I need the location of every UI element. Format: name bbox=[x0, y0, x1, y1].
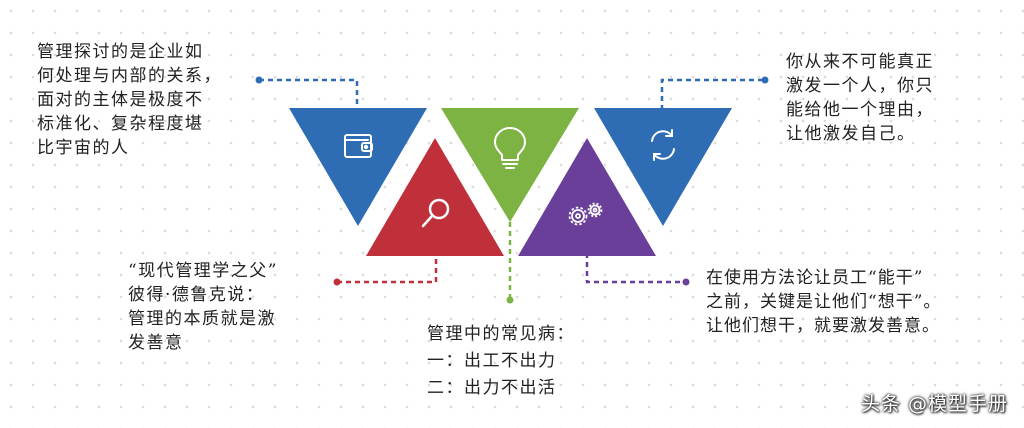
triangle-blue-right bbox=[594, 108, 732, 226]
triangle-red bbox=[366, 138, 504, 256]
refresh-icon bbox=[651, 129, 675, 161]
text-blue-left: 管理探讨的是企业如 何处理与内部的关系， 面对的主体是极度不 标准化、复杂程度堪… bbox=[37, 42, 222, 158]
text-purple: 在使用方法论让员工“能干” 之前，关键是让他们“想干”。 让他们想干，就要激发善… bbox=[706, 268, 942, 336]
text-blue-right: 你从来不可能真正 激发一个人，你只 能给他一个理由， 让他激发自己。 bbox=[786, 52, 934, 144]
magnifier-icon bbox=[421, 198, 450, 228]
triangle-purple bbox=[518, 138, 656, 256]
connector-dot-green bbox=[506, 296, 514, 304]
connector-dot-blue-left bbox=[255, 76, 263, 84]
wallet-icon bbox=[344, 134, 373, 158]
watermark: 头条 @模型手册 bbox=[860, 393, 1008, 415]
connector-purple bbox=[585, 253, 686, 284]
lightbulb-icon bbox=[494, 127, 526, 169]
connector-dot-red bbox=[333, 278, 341, 286]
text-green: 管理中的常见病： 一：出工不出力 二：出力不出活 bbox=[427, 324, 575, 398]
text-red: “现代管理学之父” 彼得·德鲁克说： 管理的本质就是激 发善意 bbox=[128, 261, 278, 353]
gears-icon bbox=[568, 202, 603, 226]
connector-red bbox=[337, 253, 438, 284]
triangle-blue-left bbox=[289, 108, 427, 226]
connector-blue-right bbox=[660, 78, 765, 110]
connector-dot-purple bbox=[682, 278, 690, 286]
connector-dot-blue-right bbox=[761, 76, 769, 84]
connector-blue-left bbox=[259, 78, 359, 110]
